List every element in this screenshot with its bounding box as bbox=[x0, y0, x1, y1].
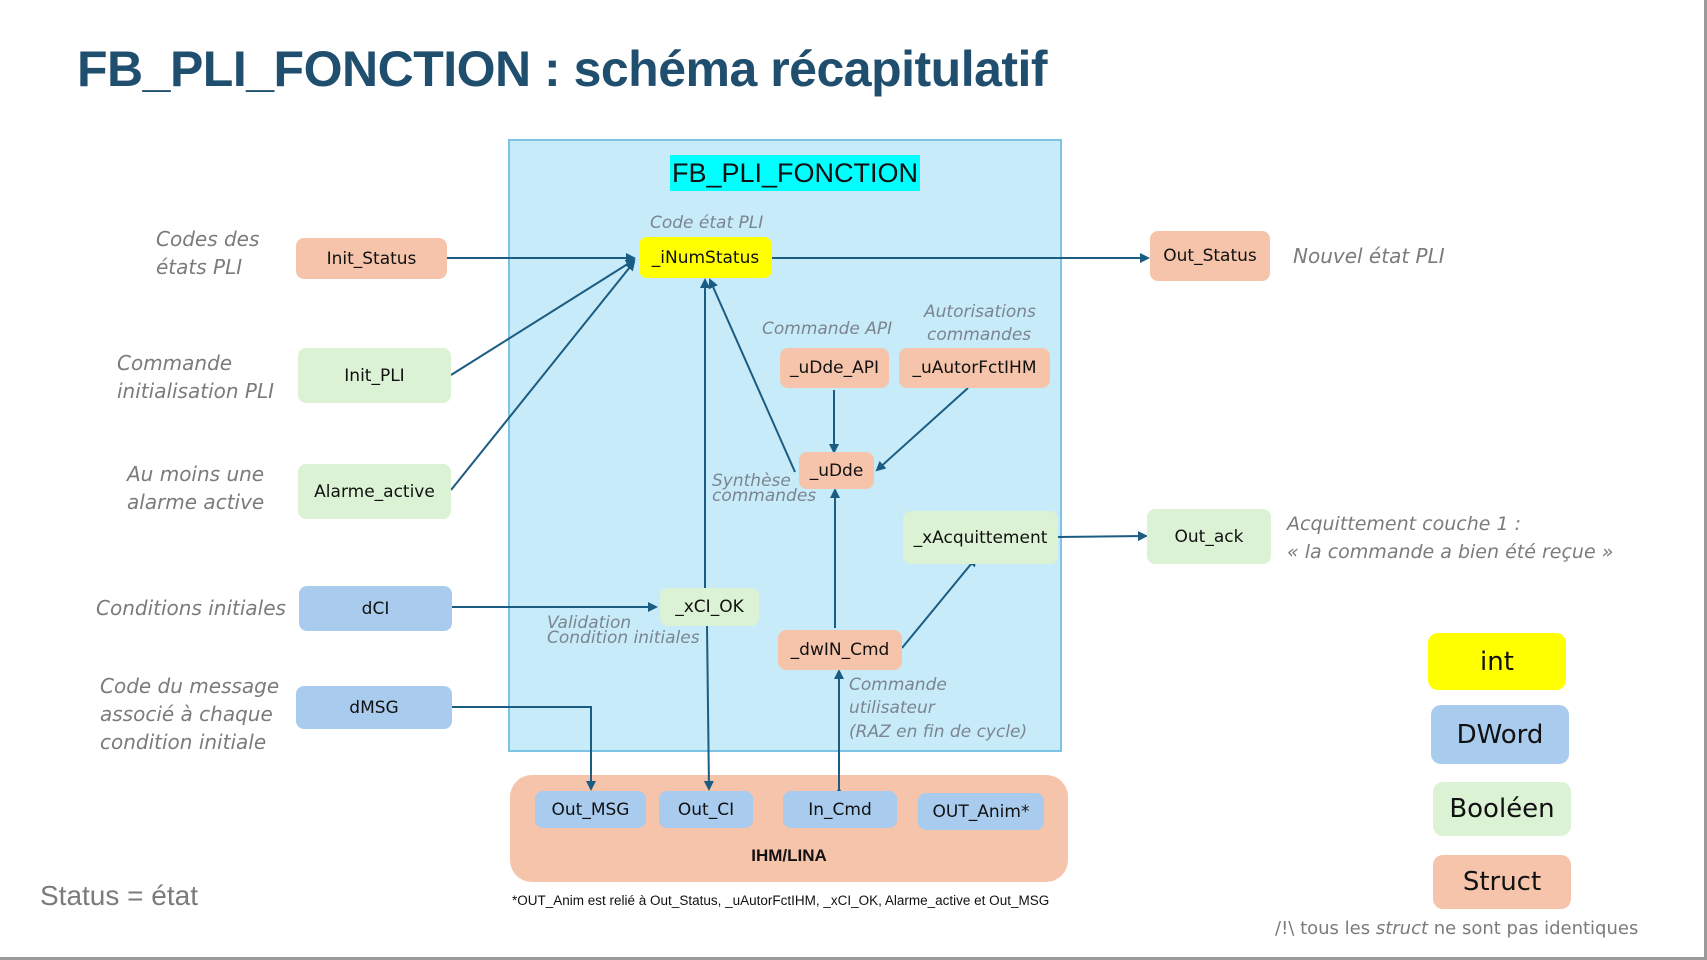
node-udde[interactable]: _uDde bbox=[799, 452, 874, 489]
input-init-pli[interactable]: Init_PLI bbox=[298, 348, 451, 403]
node-inumstatus[interactable]: _iNumStatus bbox=[639, 237, 772, 278]
slide-frame-right-edge bbox=[1704, 0, 1707, 960]
output-desc-out-status: Nouvel état PLI bbox=[1293, 242, 1445, 270]
desc-line: Au moins une bbox=[127, 462, 265, 486]
struct-warning-note: /!\ tous les struct ne sont pas identiqu… bbox=[1275, 918, 1638, 939]
caption-cmd-user-2: utilisateur bbox=[849, 698, 935, 718]
desc-line: états PLI bbox=[156, 255, 243, 279]
caption-validation-2: Condition initiales bbox=[547, 628, 700, 648]
node-xci-ok[interactable]: _xCI_OK bbox=[660, 588, 759, 626]
output-out-status[interactable]: Out_Status bbox=[1150, 231, 1270, 281]
input-init-status[interactable]: Init_Status bbox=[296, 238, 447, 279]
desc-line: « la commande a bien été reçue » bbox=[1287, 541, 1614, 563]
input-desc-init-pli: Commande initialisation PLI bbox=[117, 349, 274, 405]
desc-line: Conditions initiales bbox=[96, 596, 286, 620]
caption-cmd-user-3: (RAZ en fin de cycle) bbox=[849, 722, 1028, 742]
legend-int: int bbox=[1428, 633, 1566, 690]
desc-line: initialisation PLI bbox=[117, 379, 275, 403]
node-dwin-cmd[interactable]: _dwIN_Cmd bbox=[778, 630, 902, 670]
desc-line: Codes des bbox=[156, 227, 260, 251]
caption-autorisations-1: Autorisations bbox=[924, 302, 1036, 322]
function-block-title: FB_PLI_FONCTION bbox=[670, 155, 921, 191]
caption-cmd-user-1: Commande bbox=[849, 675, 947, 695]
warning-prefix: /!\ tous les bbox=[1275, 918, 1376, 939]
caption-commande-api: Commande API bbox=[762, 319, 893, 339]
warning-emphasis: struct bbox=[1375, 918, 1429, 939]
node-udde-api[interactable]: _uDde_API bbox=[780, 348, 889, 388]
desc-line: alarme active bbox=[127, 490, 265, 514]
warning-suffix: ne sont pas identiques bbox=[1428, 918, 1639, 939]
desc-line: associé à chaque bbox=[100, 702, 273, 726]
caption-synthese-2: commandes bbox=[712, 486, 817, 506]
input-desc-dmsg: Code du message associé à chaque conditi… bbox=[100, 672, 279, 756]
out-anim-footnote: *OUT_Anim est relié à Out_Status, _uAuto… bbox=[512, 893, 1050, 908]
desc-line: Code du message bbox=[100, 674, 280, 698]
legend-struct: Struct bbox=[1433, 855, 1571, 909]
legend-dword: DWord bbox=[1431, 705, 1569, 764]
legend-booleen: Booléen bbox=[1433, 782, 1571, 836]
caption-autorisations-2: commandes bbox=[927, 325, 1032, 345]
ihm-out-anim[interactable]: OUT_Anim* bbox=[918, 793, 1044, 830]
input-desc-dci: Conditions initiales bbox=[96, 594, 286, 622]
caption-validation-1: Validation bbox=[547, 613, 632, 633]
ihm-out-msg[interactable]: Out_MSG bbox=[535, 791, 646, 828]
input-dci[interactable]: dCI bbox=[299, 586, 452, 631]
desc-line: Nouvel état PLI bbox=[1293, 244, 1445, 268]
ihm-out-ci[interactable]: Out_CI bbox=[659, 791, 753, 828]
input-dmsg[interactable]: dMSG bbox=[296, 686, 452, 729]
caption-code-etat: Code état PLI bbox=[650, 213, 764, 233]
ihm-in-cmd[interactable]: In_Cmd bbox=[783, 791, 897, 828]
desc-line: Acquittement couche 1 : bbox=[1287, 513, 1522, 535]
input-alarme-active[interactable]: Alarme_active bbox=[298, 464, 451, 519]
slide-frame-bottom-edge bbox=[0, 957, 1707, 960]
node-xacquittement[interactable]: _xAcquittement bbox=[903, 511, 1058, 564]
output-desc-out-ack: Acquittement couche 1 : « la commande a … bbox=[1287, 510, 1613, 566]
input-desc-alarme-active: Au moins une alarme active bbox=[127, 460, 264, 516]
desc-line: Commande bbox=[117, 351, 233, 375]
desc-line: condition initiale bbox=[100, 730, 267, 754]
page-title: FB_PLI_FONCTION : schéma récapitulatif bbox=[77, 41, 1048, 97]
node-uautorfctihm[interactable]: _uAutorFctIHM bbox=[899, 348, 1050, 388]
status-definition: Status = état bbox=[40, 880, 198, 911]
output-out-ack[interactable]: Out_ack bbox=[1147, 509, 1271, 564]
caption-synthese-1: Synthèse bbox=[712, 471, 791, 491]
ihm-title: IHM/LINA bbox=[751, 846, 827, 865]
input-desc-init-status: Codes des états PLI bbox=[156, 225, 259, 281]
wire-xacquittement-to-out-ack bbox=[1057, 531, 1148, 542]
